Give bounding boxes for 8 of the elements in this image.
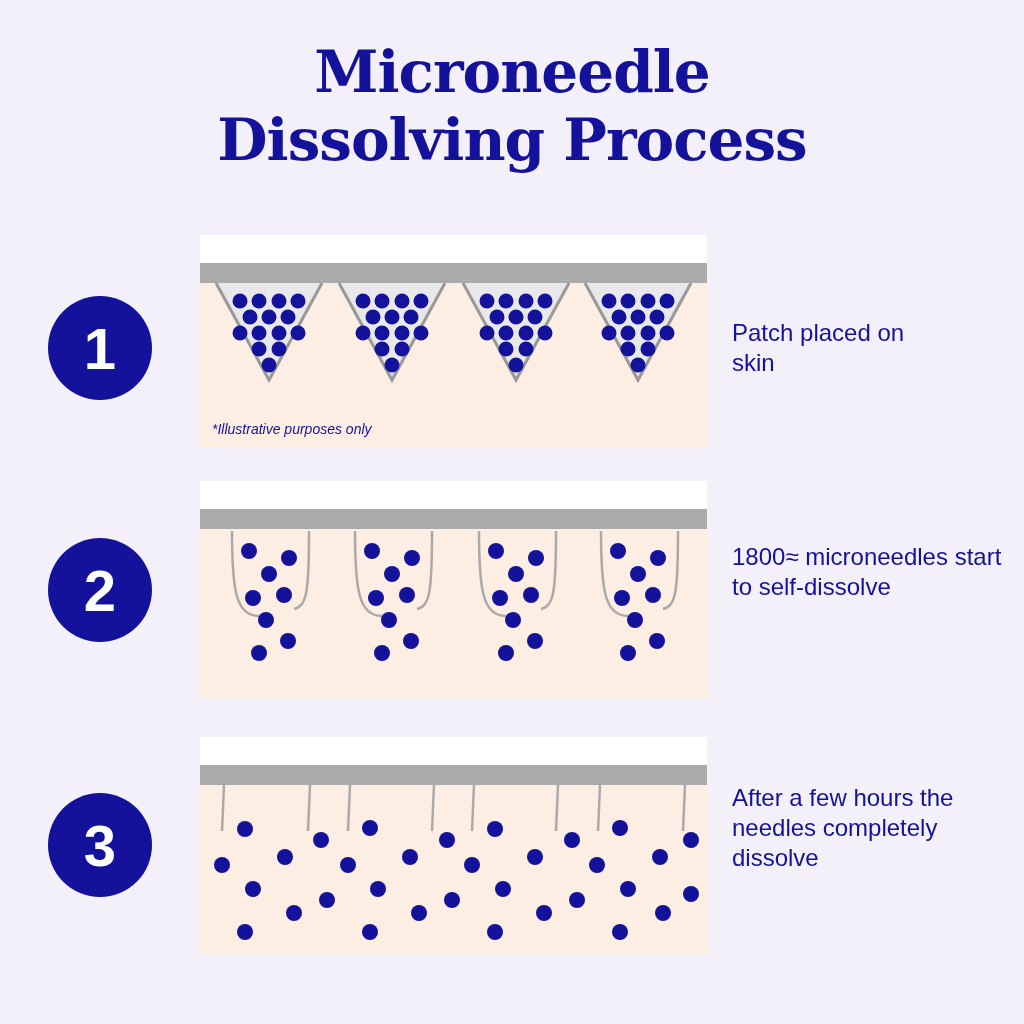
step-description: After a few hours the needles completely dissolve [732,783,955,873]
step-number-circle: 1 [48,296,152,400]
step-number-circle: 2 [48,538,152,642]
step-number-circle: 3 [48,793,152,897]
title: Microneedle Dissolving Process [216,38,808,174]
disclaimer-note: *Illustrative purposes only [212,420,373,438]
step-description: Patch placed on skin [732,318,906,378]
step-description: 1800≈ microneedles start to self-dissolve [732,542,1003,602]
